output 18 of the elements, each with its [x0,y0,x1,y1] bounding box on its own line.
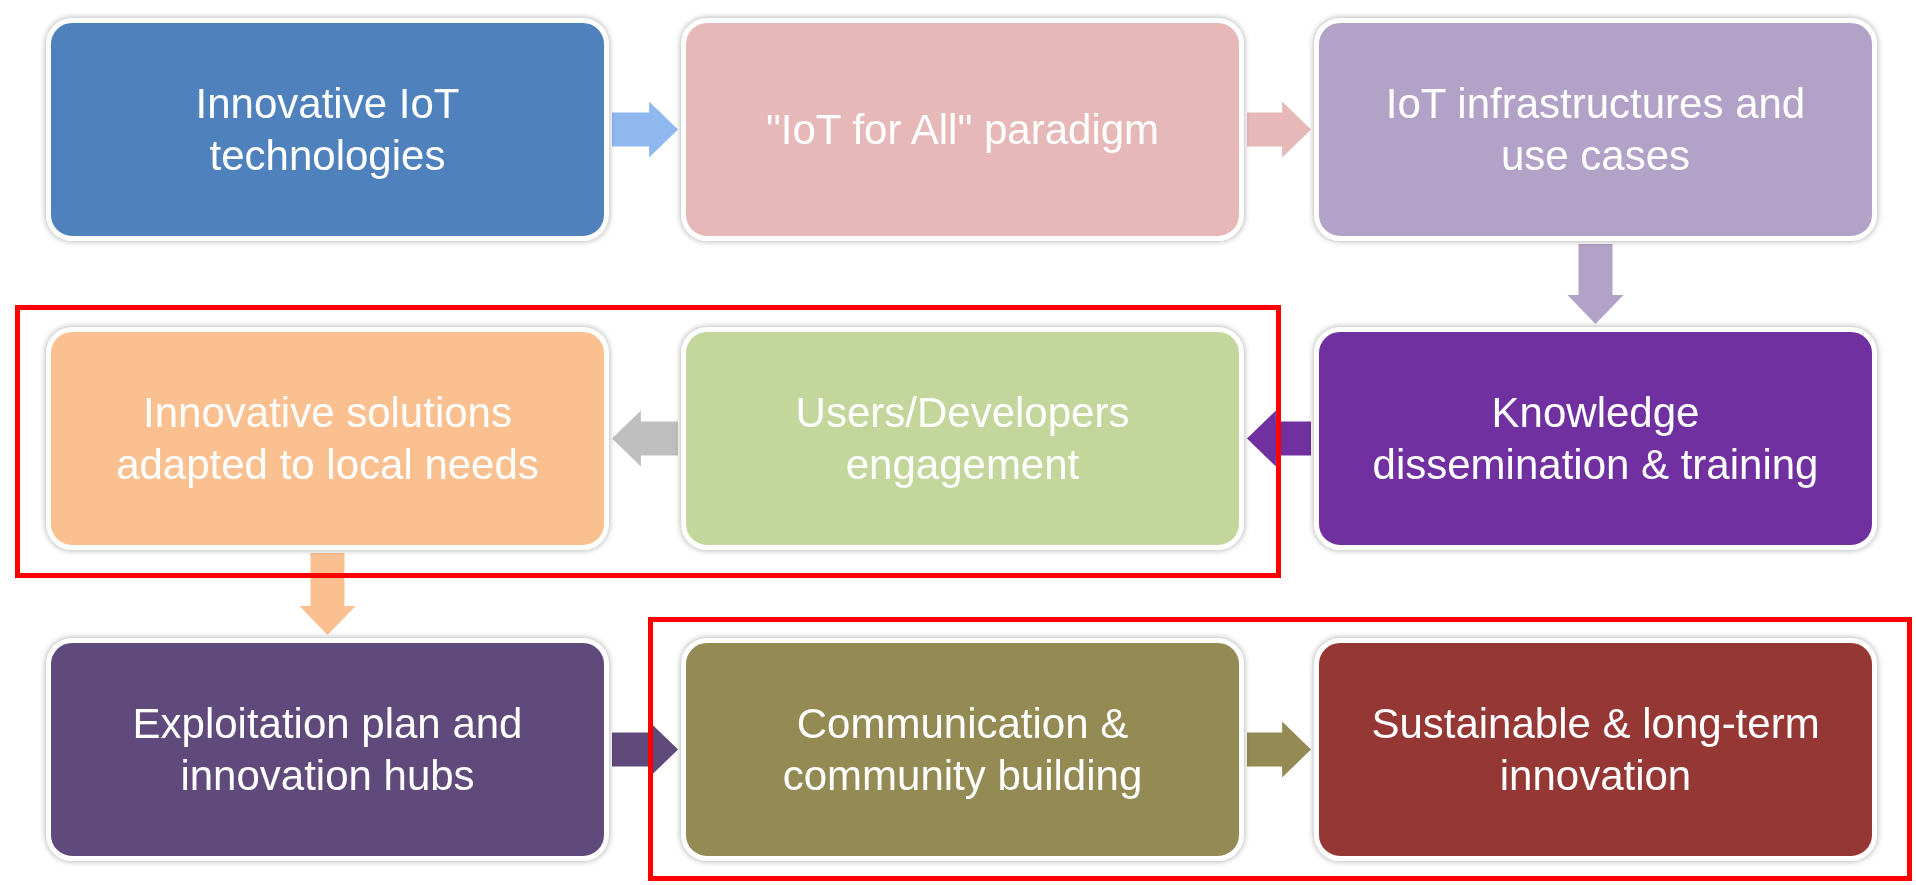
arrow [1247,410,1311,467]
box-label: Exploitation plan and innovation hubs [131,699,524,801]
group-frame [648,617,1912,881]
arrow [612,410,678,467]
box-label: Innovative IoT technologies [194,79,461,181]
box-label: "IoT for All" paradigm [765,104,1160,155]
group-frame [15,305,1281,578]
box-label: Users/Developers engagement [794,388,1131,490]
box-label: IoT infrastructures and use cases [1384,79,1807,181]
box-label: Sustainable & long-term innovation [1370,699,1821,801]
arrow [1247,101,1311,158]
arrow [1567,244,1624,324]
box-label: Knowledge dissemination & training [1371,388,1820,490]
arrow [299,553,356,635]
arrow [1247,721,1311,778]
arrow [612,101,678,158]
box-label: Innovative solutions adapted to local needs [115,388,540,490]
box-label: Communication & community building [781,699,1144,801]
